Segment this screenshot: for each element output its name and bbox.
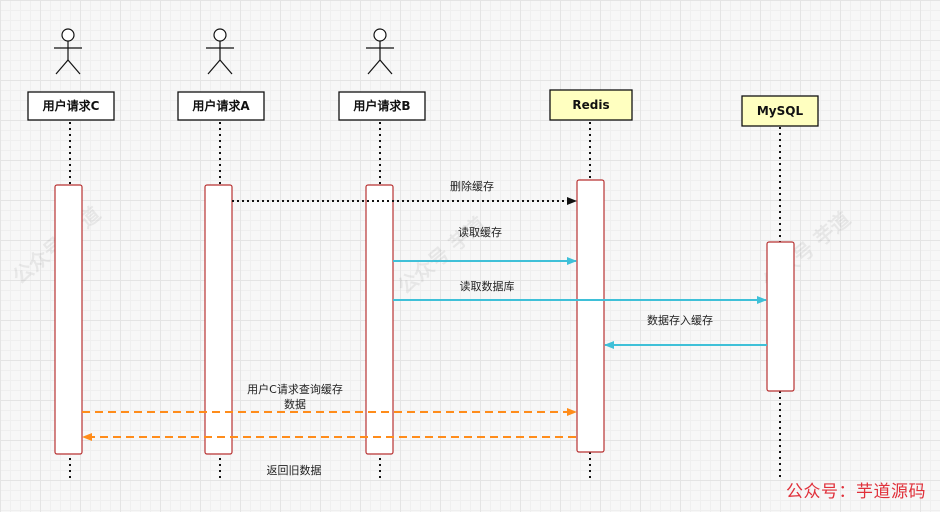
actor-figure-userB [366, 28, 394, 75]
label-return-old: 返回旧数据 [267, 463, 322, 477]
participant-redis[interactable]: Redis [549, 89, 633, 121]
actor-figure-userA [206, 28, 234, 75]
label-read-cache: 读取缓存 [458, 225, 502, 239]
participant-userA[interactable]: 用户请求A [177, 91, 265, 121]
participant-label: 用户请求B [352, 98, 410, 113]
participant-label: Redis [572, 98, 609, 112]
participant-label: 用户请求A [191, 98, 250, 113]
background-watermark: 公众号 芋道 公众号 芋道 公众号 芋道 [8, 202, 855, 299]
actor-figure-userC [54, 28, 82, 75]
activation-userB [365, 184, 394, 455]
label-userC-query-line1: 用户C请求查询缓存 [247, 382, 343, 396]
participant-label: 用户请求C [42, 98, 100, 113]
activation-redis [576, 179, 605, 453]
activation-userC [54, 184, 83, 455]
label-read-db: 读取数据库 [460, 279, 515, 293]
participant-userB[interactable]: 用户请求B [338, 91, 426, 121]
activation-userA [204, 184, 233, 455]
label-userC-query-line2: 数据 [284, 397, 306, 411]
label-delete-cache: 删除缓存 [450, 179, 494, 193]
participant-userC[interactable]: 用户请求C [27, 91, 115, 121]
activation-mysql [766, 241, 795, 392]
label-store-cache: 数据存入缓存 [647, 313, 713, 327]
participant-label: MySQL [757, 104, 804, 118]
watermark-text: 公众号：芋道源码 [786, 482, 926, 502]
participant-mysql[interactable]: MySQL [741, 95, 819, 127]
